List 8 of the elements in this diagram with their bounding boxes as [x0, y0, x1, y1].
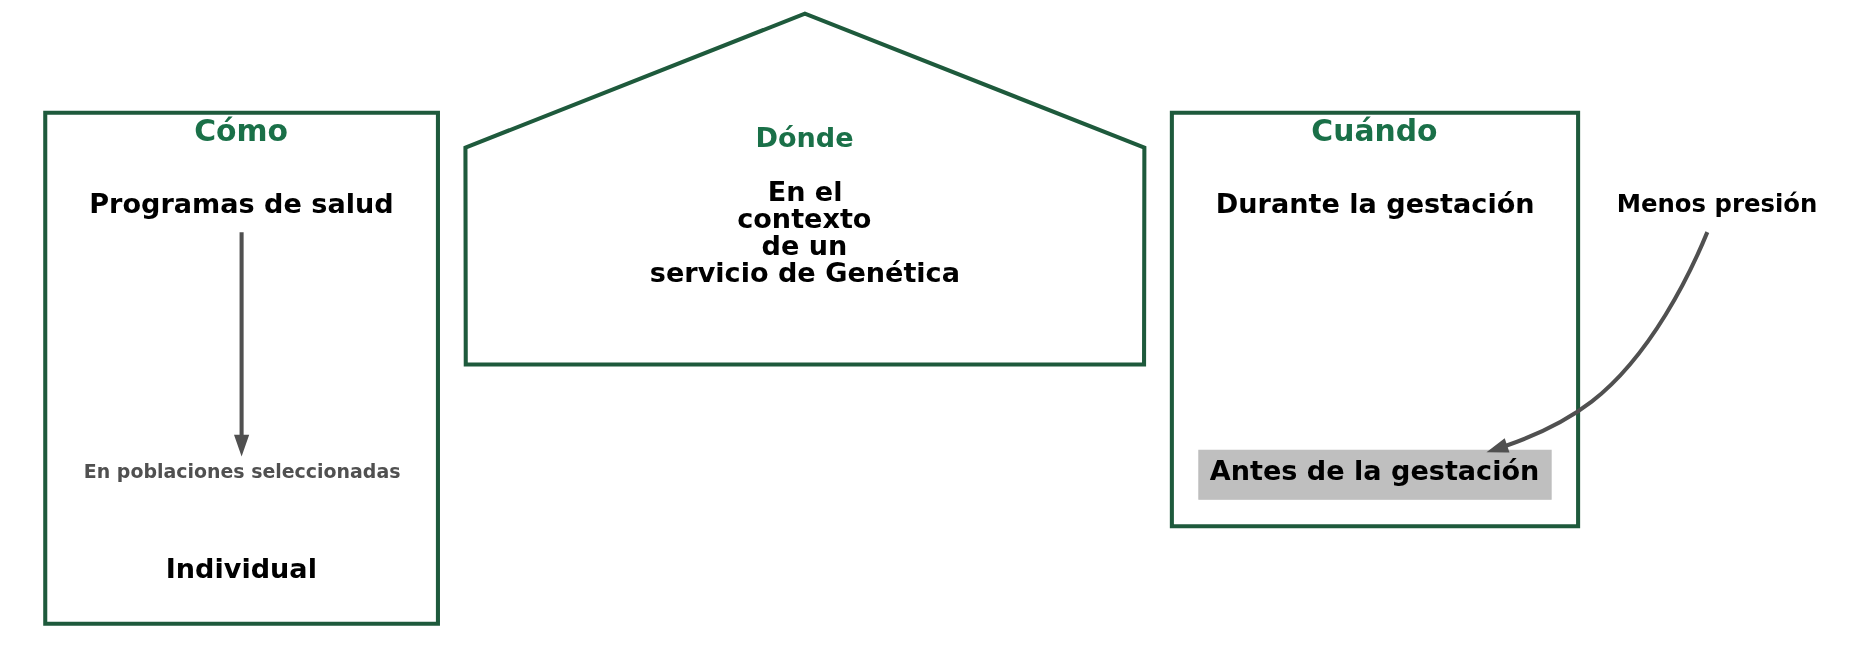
- node-text: Menos presión: [1616, 189, 1817, 219]
- arrow: [233, 232, 249, 457]
- node-box: Antes de la gestación: [1197, 449, 1552, 500]
- node-text: Individual: [165, 552, 317, 584]
- node-text: Durante la gestación: [1215, 187, 1535, 219]
- node-text: Programas de salud: [88, 187, 394, 219]
- arrow: [1485, 231, 1709, 453]
- node-text: En poblaciones seleccionadas: [83, 460, 400, 483]
